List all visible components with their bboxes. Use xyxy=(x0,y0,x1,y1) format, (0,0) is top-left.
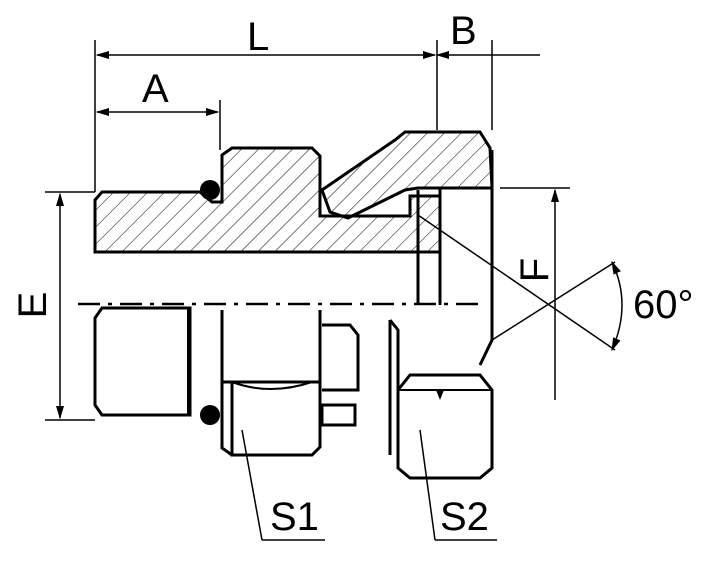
hex-s2-mark xyxy=(436,390,444,400)
upper-section xyxy=(93,130,494,366)
nut-left-edge xyxy=(388,319,400,455)
label-L: L xyxy=(247,15,269,59)
o-ring-upper xyxy=(200,180,220,200)
lower-view xyxy=(93,306,494,480)
cone-line-2 xyxy=(491,261,616,341)
hex-s1 xyxy=(220,310,322,457)
label-angle: 60° xyxy=(633,283,694,327)
hex-s1-edge xyxy=(220,382,233,457)
seat-contour xyxy=(416,188,442,305)
label-S2: S2 xyxy=(440,495,489,539)
label-F: F xyxy=(513,258,557,282)
neck xyxy=(322,323,360,392)
leader-s2 xyxy=(419,429,436,541)
leader-s1 xyxy=(241,429,263,541)
angle-arc xyxy=(611,260,623,352)
label-S1: S1 xyxy=(270,495,319,539)
label-B: B xyxy=(450,9,477,53)
thread-end xyxy=(93,306,192,417)
nut-section xyxy=(320,130,494,220)
dimensions xyxy=(45,40,623,541)
neck-ring xyxy=(320,403,357,427)
label-A: A xyxy=(142,67,169,111)
labels: L A B E F 60° S1 S2 xyxy=(11,9,694,539)
hex-s1-chamfer xyxy=(231,381,313,390)
cone-line-1 xyxy=(417,214,616,351)
label-E: E xyxy=(11,292,55,319)
hex-s2 xyxy=(396,373,494,480)
o-ring-lower xyxy=(200,405,220,425)
